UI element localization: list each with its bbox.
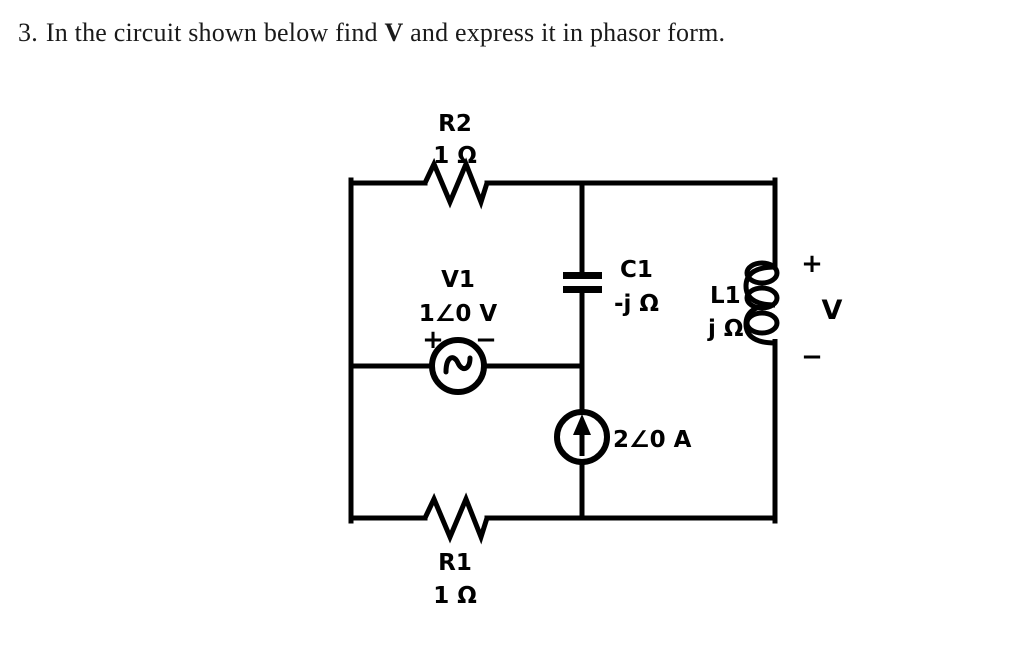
resistor-r1-symbol	[422, 492, 490, 545]
label-v1-value: 1∠0 V	[419, 301, 498, 327]
label-r2-value: 1 Ω	[433, 143, 477, 169]
question-number: 3.	[18, 18, 38, 47]
inductor-l1-symbol	[743, 260, 780, 346]
label-l1-name: L1	[710, 283, 741, 309]
label-current-source-value: 2∠0 A	[613, 427, 692, 453]
resistor-r2-symbol	[422, 157, 490, 210]
question-text-before: In the circuit shown below find	[45, 18, 378, 47]
question-text-after: and express it in phasor form.	[410, 18, 726, 47]
voltage-source-v1-symbol	[429, 337, 487, 395]
label-output-plus: +	[801, 249, 823, 279]
label-l1-value: j Ω	[707, 316, 743, 342]
question-emphasis-v: V	[384, 18, 404, 47]
capacitor-c1-plate-top	[563, 272, 602, 279]
label-c1-value: -j Ω	[614, 291, 659, 317]
label-v1-minus: −	[475, 325, 497, 355]
label-r1-value: 1 Ω	[433, 583, 477, 609]
capacitor-c1-plate-bottom	[563, 286, 602, 293]
label-v1-plus: +	[422, 325, 444, 355]
label-v1-name: V1	[441, 267, 475, 293]
current-source-symbol	[554, 409, 610, 465]
question-text: 3.In the circuit shown below find V and …	[18, 18, 998, 48]
label-r1-name: R1	[438, 550, 472, 576]
label-output-v: V	[822, 295, 843, 326]
circuit-diagram: R2 1 Ω R1 1 Ω C1 -j Ω L1 j Ω V1 1∠0 V + …	[0, 60, 1024, 645]
label-c1-name: C1	[620, 257, 653, 283]
label-r2-name: R2	[438, 111, 472, 137]
label-output-minus: −	[801, 342, 823, 372]
